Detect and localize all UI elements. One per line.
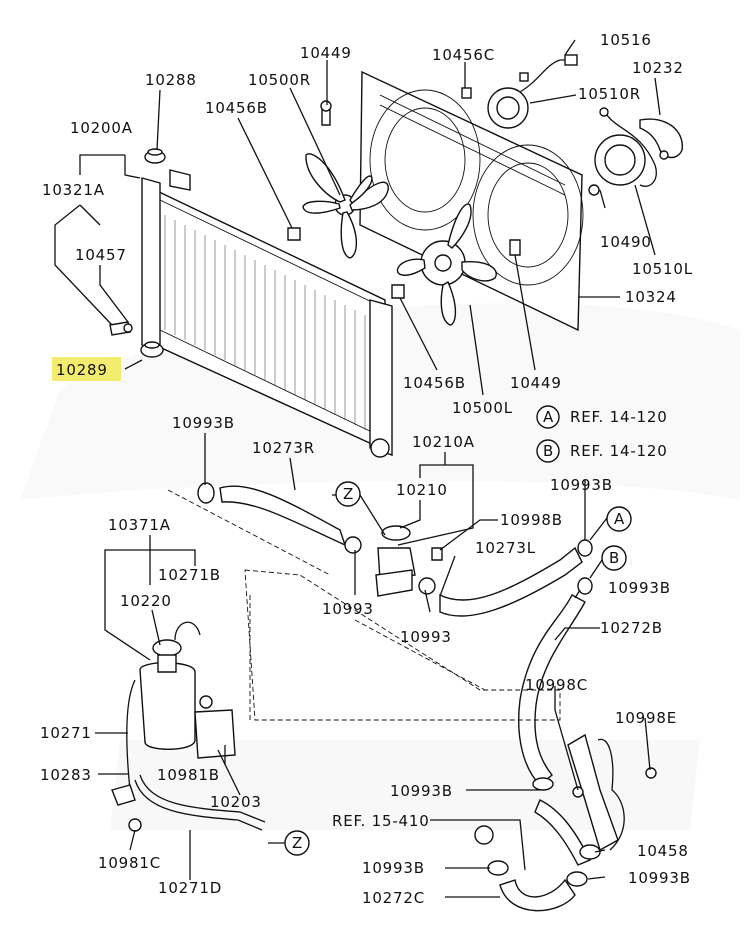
upper-hose-right xyxy=(197,482,362,554)
thermostat-housing xyxy=(375,525,443,597)
label-10510r: 10510R xyxy=(578,85,641,103)
label-10220: 10220 xyxy=(120,592,172,610)
circle-markers: Z A B Z xyxy=(284,481,632,856)
label-10200a: 10200A xyxy=(70,119,133,137)
reservoir-tank xyxy=(126,621,201,791)
lower-hose-c xyxy=(487,860,588,912)
label-10273r: 10273R xyxy=(252,439,315,457)
label-10271: 10271 xyxy=(40,724,92,742)
label-10210a: 10210A xyxy=(412,433,475,451)
ref-a-text: REF. 14-120 xyxy=(570,408,668,426)
label-10490: 10490 xyxy=(600,233,652,251)
ref-b-letter: B xyxy=(543,442,554,460)
label-10993b-1: 10993B xyxy=(172,414,235,432)
label-10449-top: 10449 xyxy=(300,44,352,62)
label-10993b-2: 10993B xyxy=(550,476,613,494)
engine-outline xyxy=(167,489,561,721)
ref-list: A REF. 14-120 B REF. 14-120 xyxy=(536,405,668,463)
label-10993-2: 10993 xyxy=(400,628,452,646)
rubber-mount-top xyxy=(144,148,166,164)
label-10273l: 10273L xyxy=(475,539,536,557)
label-10324: 10324 xyxy=(625,288,677,306)
part-labels: 10516 10449 10456C 10232 10288 10500R 10… xyxy=(40,31,693,907)
label-10271b: 10271B xyxy=(158,566,221,584)
label-10981b: 10981B xyxy=(157,766,220,784)
label-10458: 10458 xyxy=(637,842,689,860)
label-10998c: 10998C xyxy=(525,676,588,694)
label-10232: 10232 xyxy=(632,59,684,77)
label-ref-15-410: REF. 15-410 xyxy=(332,812,430,830)
label-10272c: 10272C xyxy=(362,889,425,907)
label-10457: 10457 xyxy=(75,246,127,264)
label-10288: 10288 xyxy=(145,71,197,89)
motor-bracket xyxy=(639,118,683,159)
label-10993b-4: 10993B xyxy=(390,782,453,800)
label-10271d: 10271D xyxy=(158,879,222,897)
label-10510l: 10510L xyxy=(632,260,693,278)
label-10456b-top: 10456B xyxy=(205,99,268,117)
leader-lines xyxy=(54,39,661,898)
label-10449-bottom: 10449 xyxy=(510,374,562,392)
label-10993-1: 10993 xyxy=(322,600,374,618)
label-10289: 10289 xyxy=(56,361,108,379)
fan-motor-right xyxy=(487,54,578,129)
marker-z-upper: Z xyxy=(343,485,354,503)
fan-left xyxy=(396,203,497,326)
label-10993b-6: 10993B xyxy=(628,869,691,887)
fan-motor-left xyxy=(594,107,657,187)
label-10500l: 10500L xyxy=(452,399,513,417)
label-10371a: 10371A xyxy=(108,516,171,534)
label-10283: 10283 xyxy=(40,766,92,784)
marker-a: A xyxy=(614,510,625,528)
label-10516: 10516 xyxy=(600,31,652,49)
marker-z-lower: Z xyxy=(292,834,303,852)
reservoir-bracket xyxy=(194,695,236,759)
label-10981c: 10981C xyxy=(98,854,161,872)
fasteners xyxy=(287,87,669,299)
label-10272b: 10272B xyxy=(600,619,663,637)
label-10993b-3: 10993B xyxy=(608,579,671,597)
ref-a-letter: A xyxy=(543,408,554,426)
fan-right xyxy=(302,153,389,259)
label-10998b: 10998B xyxy=(500,511,563,529)
label-10456c: 10456C xyxy=(432,46,495,64)
drain-bolt xyxy=(109,321,133,336)
ref-b-text: REF. 14-120 xyxy=(570,442,668,460)
lower-hose xyxy=(518,594,586,791)
overflow-hose xyxy=(111,774,266,832)
label-10998e: 10998E xyxy=(615,709,677,727)
pipe-assembly xyxy=(474,733,657,866)
label-10321a: 10321A xyxy=(42,181,105,199)
label-10500r: 10500R xyxy=(248,71,311,89)
marker-b: B xyxy=(609,549,620,567)
label-10203: 10203 xyxy=(210,793,262,811)
label-10993b-5: 10993B xyxy=(362,859,425,877)
label-10210: 10210 xyxy=(396,481,448,499)
label-10456b-bottom: 10456B xyxy=(403,374,466,392)
highlight-10289 xyxy=(52,357,121,381)
rubber-mount-bottom xyxy=(140,341,164,358)
fan-shroud xyxy=(359,70,584,332)
